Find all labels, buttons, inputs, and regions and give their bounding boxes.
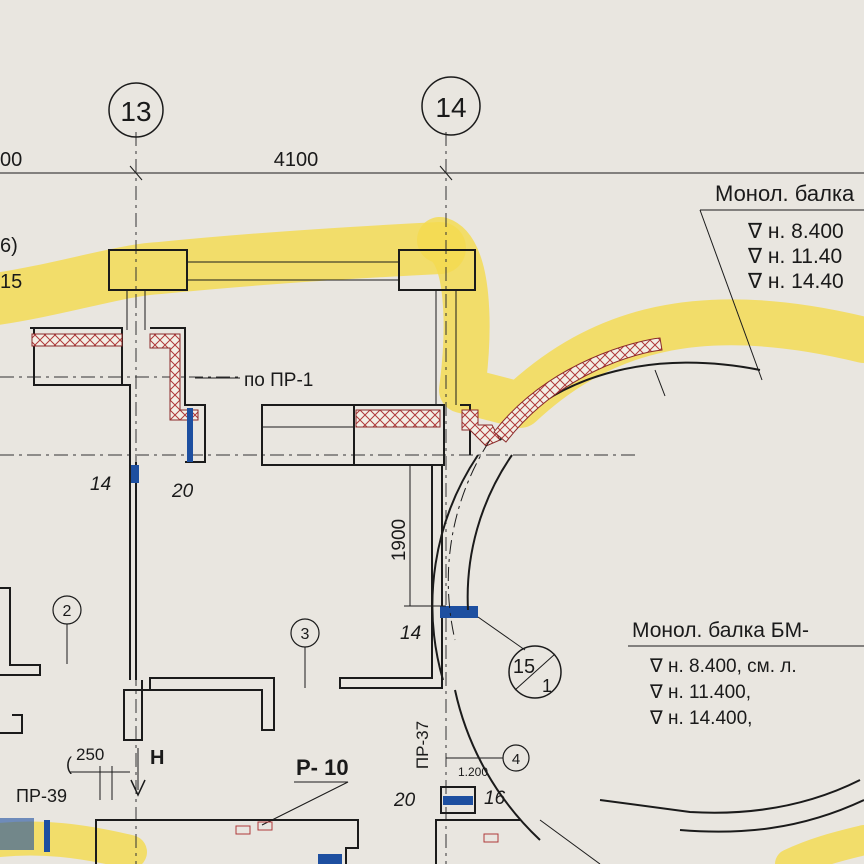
beam-note-top-level-2: ∇ н. 11.40 (747, 245, 842, 268)
beam-note-top-title: Монол. балка (715, 181, 855, 206)
beam-note-bottom-level-3: ∇ н. 14.400, (649, 708, 752, 729)
room-markers: 2 3 4 (52, 595, 530, 772)
p10-label: Р- 10 (296, 755, 349, 780)
beam-note-bottom-level-1: ∇ н. 8.400, см. л. (649, 656, 797, 677)
node-15-bottom: 1 (542, 676, 552, 696)
dimension-1900: 1900 (389, 519, 410, 561)
h-label: Н (150, 747, 164, 769)
annotations: по ПР-1 14 20 14 1900 ( 250 ПР-39 Н Р- 1… (16, 370, 506, 826)
room-2-label: 2 (63, 603, 72, 620)
room-3-label: 3 (301, 626, 310, 643)
beam-note-top-level-3: ∇ н. 14.40 (747, 270, 844, 293)
columns-and-beam (108, 249, 476, 405)
bottom-walls (0, 818, 601, 864)
mark-14-b: 14 (400, 623, 421, 644)
walls (0, 327, 501, 741)
tick-note: 1.200 (458, 765, 488, 779)
beam-note-bottom-level-2: ∇ н. 11.400, (649, 682, 751, 703)
beam-note-top: Монол. балка ∇ н. 8.400 ∇ н. 11.40 ∇ н. … (715, 181, 855, 293)
axis-14-bubble (421, 76, 481, 136)
axis-13-label: 13 (120, 96, 151, 127)
pr37-label: ПР-37 (413, 721, 432, 769)
mark-20-a: 20 (171, 481, 194, 502)
pr39-label: ПР-39 (16, 786, 67, 806)
dimension-4100: 4100 (274, 149, 319, 171)
beam-note-bottom: Монол. балка БМ- ∇ н. 8.400, см. л. ∇ н.… (632, 619, 809, 729)
node-15-top: 15 (513, 656, 535, 678)
circular-wall (431, 337, 864, 841)
grid-axes: 13 14 4100 00 (0, 76, 864, 864)
axis-14-label: 14 (435, 92, 466, 123)
paren-mark: ( (66, 754, 72, 774)
axis-13-bubble (108, 82, 164, 138)
mark-16: 16 (484, 788, 506, 809)
left-partial-label: 6) (0, 235, 18, 257)
mark-20-b: 20 (393, 790, 416, 811)
beam-note-bottom-title: Монол. балка БМ- (632, 619, 809, 642)
po-pr1-label: по ПР-1 (244, 370, 313, 391)
beam-note-top-level-1: ∇ н. 8.400 (747, 220, 844, 243)
room-4-label: 4 (512, 751, 520, 768)
dimension-250: 250 (76, 745, 104, 764)
section-node-15-1: 15 1 (508, 645, 562, 699)
mark-14-a: 14 (90, 474, 111, 495)
dimension-left-partial: 00 (0, 149, 22, 171)
callout-leaders (477, 209, 864, 651)
left-partial-yellow-label: 15 (0, 271, 22, 293)
